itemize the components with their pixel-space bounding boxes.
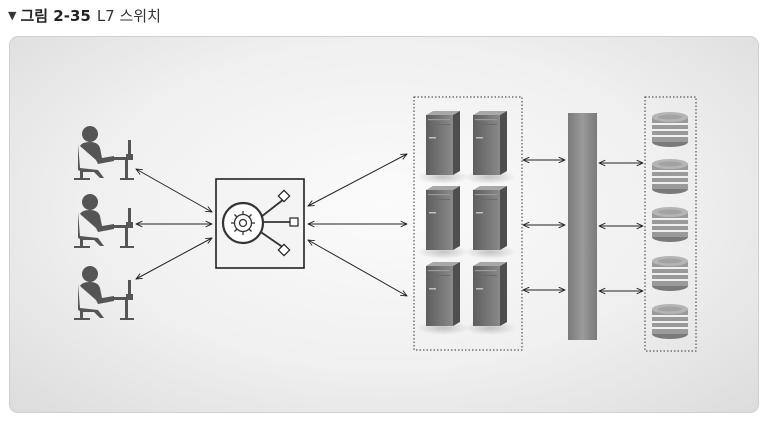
figure-title: L7 스위치 bbox=[96, 6, 161, 25]
tower-server-icon-6 bbox=[464, 262, 516, 335]
tower-server-icon-4 bbox=[464, 186, 516, 259]
database-icon-3 bbox=[652, 207, 688, 242]
tower-server-icon-3 bbox=[417, 186, 469, 259]
server-group-frame bbox=[413, 96, 523, 351]
database-icon-2 bbox=[652, 159, 688, 194]
user3-switch-arrow bbox=[136, 238, 212, 279]
figure-caption: ▼ 그림 2-35 L7 스위치 bbox=[8, 4, 161, 26]
tower-server-icon-2 bbox=[464, 111, 516, 184]
tower-server-icon-5 bbox=[417, 262, 469, 335]
user-icon-2 bbox=[74, 194, 134, 248]
backbone-bus bbox=[568, 113, 597, 340]
database-group-frame bbox=[644, 96, 697, 352]
triangle-down-icon: ▼ bbox=[8, 8, 17, 22]
user1-switch-arrow bbox=[136, 169, 212, 212]
database-icon-1 bbox=[652, 112, 688, 147]
database-icon-5 bbox=[652, 304, 688, 339]
switch-servers-arrow-top bbox=[308, 154, 407, 206]
user-icon-3 bbox=[74, 266, 134, 320]
user-icon-1 bbox=[74, 126, 134, 180]
tower-server-icon-1 bbox=[417, 111, 469, 184]
switch-servers-arrow-bottom bbox=[308, 240, 407, 296]
database-icon-4 bbox=[652, 256, 688, 291]
figure-label: 그림 2-35 bbox=[20, 6, 91, 25]
l7-switch-gear-icon bbox=[215, 178, 305, 269]
